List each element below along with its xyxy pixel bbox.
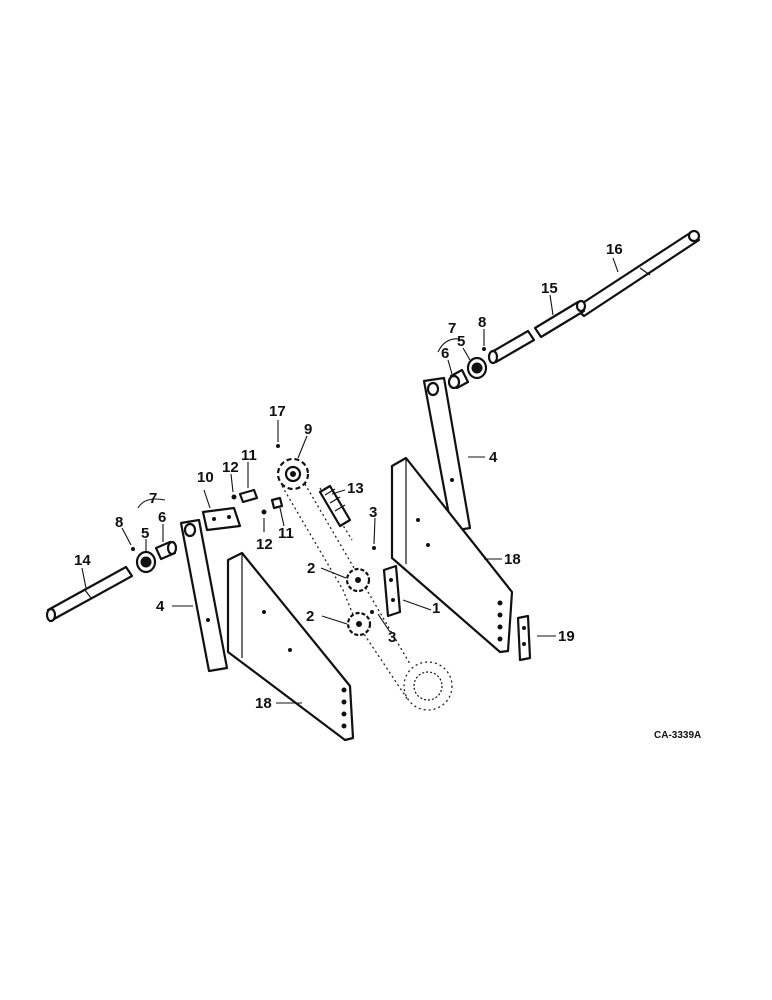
leader-lines bbox=[81, 257, 619, 704]
callout-5-lower: 5 bbox=[141, 525, 149, 542]
side-plate-18-left bbox=[226, 551, 355, 742]
nut-12-lower bbox=[261, 509, 267, 515]
shaft-15 bbox=[533, 299, 587, 339]
callout-6-lower: 6 bbox=[158, 509, 166, 526]
idler-sprocket-2-lower bbox=[346, 611, 372, 637]
nut-12-upper bbox=[231, 494, 237, 500]
idler-bracket-1 bbox=[382, 564, 402, 618]
setscrew-8-lower bbox=[131, 547, 135, 551]
arm-4-upper bbox=[422, 376, 472, 533]
drawing-code: CA-3339A bbox=[654, 730, 701, 741]
callout-4-lower: 4 bbox=[156, 598, 165, 615]
callout-5-upper: 5 bbox=[457, 333, 465, 350]
callout-3-upper: 3 bbox=[369, 504, 377, 521]
sprocket-large-lower bbox=[403, 661, 453, 711]
bolt-3-lower bbox=[370, 610, 374, 614]
callout-9: 9 bbox=[304, 421, 312, 438]
shaft-end-upper bbox=[487, 329, 536, 365]
callout-7-upper: 7 bbox=[448, 320, 456, 337]
callout-8-upper: 8 bbox=[478, 314, 486, 331]
callout-2-lower: 2 bbox=[306, 608, 314, 625]
collar-6-lower bbox=[154, 540, 178, 561]
collar-6-upper bbox=[447, 368, 470, 390]
bolt-3-upper bbox=[372, 546, 376, 550]
callout-4-upper: 4 bbox=[489, 449, 498, 466]
callout-19: 19 bbox=[558, 628, 575, 645]
callout-13: 13 bbox=[347, 480, 364, 497]
bearing-5-lower bbox=[135, 550, 157, 574]
callout-12-upper: 12 bbox=[222, 459, 239, 476]
idler-sprocket-2-upper bbox=[345, 567, 371, 593]
pin-17 bbox=[276, 444, 280, 448]
callout-7-lower: 7 bbox=[149, 490, 157, 507]
shaft-16 bbox=[573, 229, 701, 318]
callout-8-lower: 8 bbox=[115, 514, 123, 531]
arm-4-lower bbox=[179, 518, 229, 673]
callout-17: 17 bbox=[269, 403, 286, 420]
clamp-plate-10 bbox=[201, 506, 242, 532]
chain-13 bbox=[281, 483, 411, 701]
callout-6-upper: 6 bbox=[441, 345, 449, 362]
callout-10: 10 bbox=[197, 469, 214, 486]
bearing-5-upper bbox=[466, 356, 488, 380]
sprocket-9 bbox=[276, 457, 310, 491]
callout-18-left: 18 bbox=[255, 695, 272, 712]
side-plate-18-right bbox=[390, 456, 514, 654]
callout-18-right: 18 bbox=[504, 551, 521, 568]
callout-labels: 16 15 8 7 5 6 4 18 19 17 9 13 3 2 2 1 3 … bbox=[74, 241, 623, 712]
callout-11-lower: 11 bbox=[278, 525, 294, 542]
key-11-lower bbox=[270, 496, 284, 510]
callout-3-lower: 3 bbox=[388, 629, 396, 646]
callout-16: 16 bbox=[606, 241, 623, 258]
shaft-14 bbox=[45, 565, 134, 623]
callout-1: 1 bbox=[432, 600, 440, 617]
callout-14: 14 bbox=[74, 552, 91, 569]
setscrew-8-upper bbox=[482, 347, 486, 351]
callout-2-upper: 2 bbox=[307, 560, 315, 577]
key-11-upper bbox=[238, 488, 259, 504]
bracket-19 bbox=[516, 614, 532, 662]
callout-15: 15 bbox=[541, 280, 558, 297]
callout-11-upper: 11 bbox=[241, 447, 257, 464]
callout-12-lower: 12 bbox=[256, 536, 273, 553]
